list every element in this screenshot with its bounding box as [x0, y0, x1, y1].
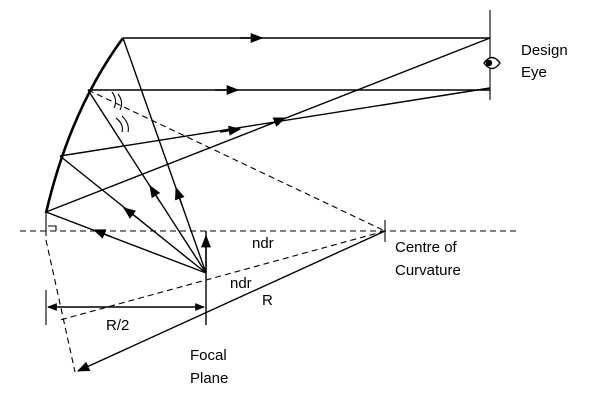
ndr-upper-label: ndr [252, 235, 274, 252]
centre-label-line2: Curvature [395, 262, 461, 279]
mirror-extension-dash [45, 239, 76, 373]
ray-source-second [87, 89, 207, 274]
centre-label-line1: Centre of [395, 239, 458, 256]
arrow-src-third [122, 207, 141, 221]
normal-dash [87, 89, 386, 232]
angle-mark-4 [121, 115, 129, 133]
plane-label: Plane [190, 370, 228, 387]
right-angle-mark [48, 225, 57, 231]
radius-line [76, 230, 386, 372]
angle-mark-3 [115, 117, 123, 133]
eye-icon [483, 56, 501, 70]
design-label: Design [521, 42, 568, 59]
arrow-src-fourth [92, 229, 113, 239]
ndr-lower-label: ndr [230, 275, 252, 292]
arrow-ray-fourth [264, 117, 287, 127]
ray-source-fourth [45, 211, 207, 274]
arrow-ray-third [219, 125, 242, 136]
ray-source-top [122, 37, 207, 274]
angle-mark-2 [117, 93, 123, 111]
arrow-src-top [175, 186, 185, 206]
arrow-src-second [149, 184, 161, 203]
eye-label: Eye [521, 64, 547, 81]
combiner-mirror [44, 37, 125, 214]
r-half-label: R/2 [106, 317, 129, 334]
radius-label: R [262, 292, 273, 309]
angle-mark-1 [111, 91, 117, 109]
focal-label: Focal [190, 347, 227, 364]
